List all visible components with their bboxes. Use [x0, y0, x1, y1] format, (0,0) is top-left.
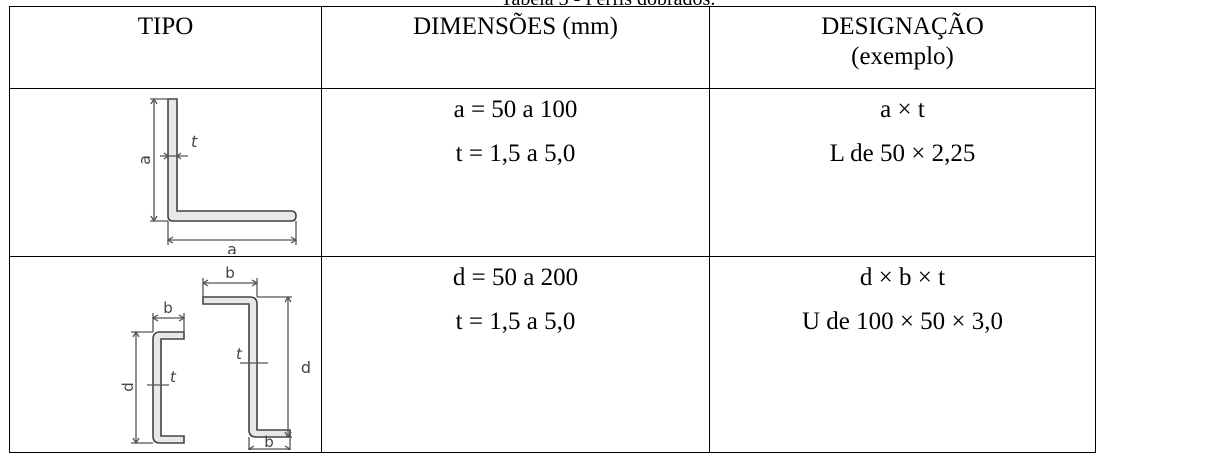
channel-top-flange-label: b	[225, 264, 235, 282]
table-header-row: TIPO DIMENSÕES (mm) DESIGNAÇÃO (exemplo)	[9, 6, 1096, 89]
tipo-cell: a t a	[9, 88, 322, 257]
channel-profile-icon: b b b t t d d	[119, 264, 311, 450]
channel-right-thickness-label: t	[236, 345, 243, 363]
designation-formula: a × t	[880, 96, 925, 123]
designation-formula: d × b × t	[859, 264, 946, 291]
angle-height-label: a	[135, 155, 154, 165]
dimension-line: t = 1,5 a 5,0	[455, 308, 576, 335]
tipo-cell: b b b t t d d	[9, 256, 322, 453]
channel-left-flange-label: b	[163, 299, 173, 317]
designation-example: L de 50 × 2,25	[829, 140, 976, 167]
channel-left-thickness-label: t	[170, 368, 177, 386]
header-designacao-label: DESIGNAÇÃO	[821, 13, 984, 40]
header-designacao: DESIGNAÇÃO (exemplo)	[709, 6, 1096, 89]
header-designacao-sublabel: (exemplo)	[851, 43, 954, 70]
table-row: b b b t t d d d = 50 a 200 t = 1,5 a 5,0…	[9, 256, 1096, 453]
table-caption: Tabela 3 - Perfis dobrados.	[0, 0, 1216, 8]
dimension-line: t = 1,5 a 5,0	[455, 140, 576, 167]
channel-left-depth-label: d	[119, 382, 137, 392]
header-tipo-label: TIPO	[137, 13, 194, 40]
header-dimensoes-label: DIMENSÕES (mm)	[413, 13, 618, 40]
angle-profile-icon: a t a	[135, 89, 321, 254]
dimension-line: a = 50 a 100	[453, 96, 578, 123]
designacao-cell: d × b × t U de 100 × 50 × 3,0	[709, 256, 1096, 453]
designation-example: U de 100 × 50 × 3,0	[801, 308, 1004, 335]
channel-right-depth-label: d	[301, 358, 311, 377]
table-row: a t a a = 50 a 100 t = 1,5 a 5,0 a × t L…	[9, 88, 1096, 257]
angle-width-label: a	[227, 240, 237, 254]
dimensoes-cell: a = 50 a 100 t = 1,5 a 5,0	[321, 88, 710, 257]
designacao-cell: a × t L de 50 × 2,25	[709, 88, 1096, 257]
dimension-line: d = 50 a 200	[452, 264, 579, 291]
angle-thickness-label: t	[191, 132, 198, 151]
channel-bottom-flange-label: b	[264, 433, 274, 450]
header-dimensoes: DIMENSÕES (mm)	[321, 6, 710, 89]
dimensoes-cell: d = 50 a 200 t = 1,5 a 5,0	[321, 256, 710, 453]
profiles-table: TIPO DIMENSÕES (mm) DESIGNAÇÃO (exemplo)	[9, 6, 1096, 453]
header-tipo: TIPO	[9, 6, 322, 89]
